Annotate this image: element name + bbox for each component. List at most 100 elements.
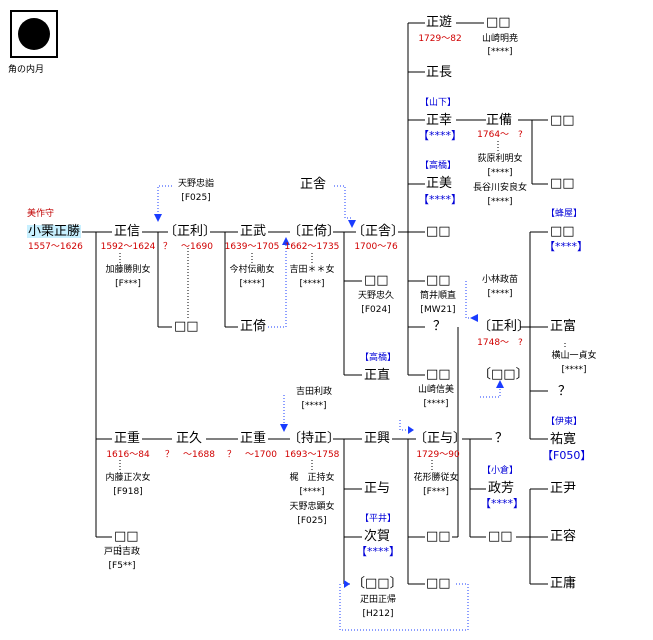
masayuki-house: 【山下】	[420, 98, 457, 108]
tadakatsu-dates: 1557〜1626	[28, 242, 83, 252]
masayoshi-house: 【高橋】	[420, 161, 457, 171]
box-kakko-name: 〔□□〕	[478, 367, 529, 382]
hachiya-house: 【蜂屋】	[546, 209, 583, 219]
box-toda-ref: [F5**]	[108, 561, 136, 571]
box-tsutsui-ref: [MW21]	[420, 305, 456, 315]
box-r1-name: □□	[550, 113, 575, 128]
box-yamazaki2-name: □□	[426, 367, 451, 382]
norihiro-ref: 【F050】	[542, 449, 592, 462]
box-kakko2-wife: 疋田正帰	[359, 595, 397, 605]
masatomo-b-wife: 荻原利明女	[477, 154, 523, 164]
masatake-ref: [****]	[239, 279, 265, 289]
q1-name: ？	[433, 319, 447, 334]
masatomi-wife: 横山一貞女	[551, 351, 597, 361]
masashige2-name: 正重	[240, 431, 267, 446]
box-tsutsui-name: □□	[426, 273, 451, 288]
masatomo-b-wife2: 長谷川安良女	[472, 183, 528, 193]
masatoshi1-dates: ？ 〜1690	[163, 242, 213, 252]
masatake-name: 正武	[240, 224, 267, 239]
box-yamazaki2-wife: 山崎信美	[417, 385, 455, 395]
norihiro-name: 祐寛	[550, 432, 577, 447]
box-kakko2-ref: [H212]	[362, 609, 394, 619]
kobayashi-name: 小林政苗	[481, 275, 519, 285]
masayo2-ref: [F***]	[423, 487, 449, 497]
yoshida-name: 吉田利政	[295, 387, 333, 397]
masashige1-dates: 1616〜84	[106, 450, 150, 460]
masaie-dates: 1700〜76	[354, 242, 398, 252]
masatoshi1-name: 〔正利〕	[164, 224, 217, 239]
masatomo-b-name: 正備	[486, 113, 513, 128]
masanaga-name: 正長	[426, 65, 453, 80]
masatomo-b-dates: 1764〜 ?	[477, 130, 523, 140]
box-amano-wife: 天野忠久	[357, 291, 395, 301]
masaie-name: 〔正舎〕	[352, 224, 405, 239]
jiga-ref: 【****】	[356, 545, 400, 558]
masayori2-wife: 吉田＊＊女	[289, 265, 335, 275]
masanao-name: 正直	[364, 368, 391, 383]
masashige1-name: 正重	[114, 431, 141, 446]
box-m3-name: □□	[488, 529, 513, 544]
box-toda-wife: 戸田吉政	[103, 547, 141, 557]
box-hachiya-ref: 【****】	[544, 240, 588, 253]
masatomo-b-ref2: [****]	[487, 197, 513, 207]
masashige1-wife: 内藤正次女	[105, 473, 151, 483]
masashige1-ref: [F918]	[113, 487, 143, 497]
masayo1-name: 正与	[364, 481, 391, 496]
box-yamazaki2-ref: [****]	[423, 399, 449, 409]
masahisa-name: 正久	[176, 431, 203, 446]
box-kakko2-name: 〔□□〕	[352, 576, 403, 591]
box-m1-name: □□	[426, 529, 451, 544]
jiga-house: 【平井】	[360, 514, 397, 524]
masatomi-name: 正富	[550, 319, 577, 334]
q3-name: ？	[495, 431, 509, 446]
masayasu-name: 正庸	[550, 576, 577, 591]
masayu-dates: 1729〜82	[418, 34, 462, 44]
masayoshi-name: 正美	[426, 176, 453, 191]
masashige2-dates: ？ 〜1700	[227, 450, 277, 460]
masanobu-wife: 加藤勝則女	[105, 265, 151, 275]
norihiro-house: 【伊東】	[546, 417, 583, 427]
jiga-name: 次賀	[364, 529, 391, 544]
masatoshi2-dates: 1748〜 ?	[477, 338, 523, 348]
masanobu-name: 正信	[114, 224, 141, 239]
masayo2-wife: 花形勝従女	[413, 473, 459, 483]
masahisa-dates: ？ 〜1688	[165, 450, 215, 460]
box-yamazaki1-ref: [****]	[487, 47, 513, 57]
box-yamazaki1-name: □□	[486, 15, 511, 30]
masayori2-name: 〔正倚〕	[288, 224, 341, 239]
family-crest-icon	[10, 10, 58, 58]
masayuki-name: 正幸	[426, 113, 453, 128]
masanobu-ref: [F***]	[115, 279, 141, 289]
jimasa-wife2: 天野忠顕女	[289, 502, 335, 512]
masayo2-name: 〔正与〕	[414, 431, 467, 446]
masayo2-dates: 1729〜90	[416, 450, 460, 460]
masayoshi2-ref: 【****】	[480, 497, 524, 510]
masayoshi2-name: 政芳	[488, 481, 515, 496]
masayori2-ref: [****]	[299, 279, 325, 289]
masayoshi2-house: 【小倉】	[482, 466, 519, 476]
masayuki-ref: 【****】	[418, 129, 462, 142]
box1-name: □□	[174, 319, 199, 334]
masatada-name: 正尹	[550, 481, 577, 496]
tadakatsu-title: 美作守	[27, 209, 55, 219]
box-yamazaki1-wife: 山崎明尭	[481, 34, 519, 44]
amano-tadamune: 天野忠詣	[177, 179, 215, 189]
jimasa-wife: 梶 正持女	[289, 473, 335, 483]
tadakatsu-name: 小栗正勝	[27, 224, 82, 239]
crest-label: 角の内月	[8, 65, 45, 75]
jimasa-dates: 1693〜1758	[284, 450, 340, 460]
masayori2-dates: 1662〜1735	[284, 242, 340, 252]
masatake-wife: 今村伝勛女	[229, 265, 275, 275]
masatomi-ref: [****]	[561, 365, 587, 375]
yoshida-ref: [****]	[301, 401, 327, 411]
kobayashi-ref: [****]	[487, 289, 513, 299]
box-m2-name: □□	[426, 576, 451, 591]
masatake-dates: 1639〜1705	[224, 242, 280, 252]
box-amano-name: □□	[364, 273, 389, 288]
masayoshi-ref: 【****】	[418, 193, 462, 206]
masanao-house: 【高橋】	[360, 353, 397, 363]
jimasa-ref2: [F025]	[297, 516, 327, 526]
box-r2-name: □□	[550, 176, 575, 191]
jimasa-name: 〔持正〕	[288, 431, 341, 446]
